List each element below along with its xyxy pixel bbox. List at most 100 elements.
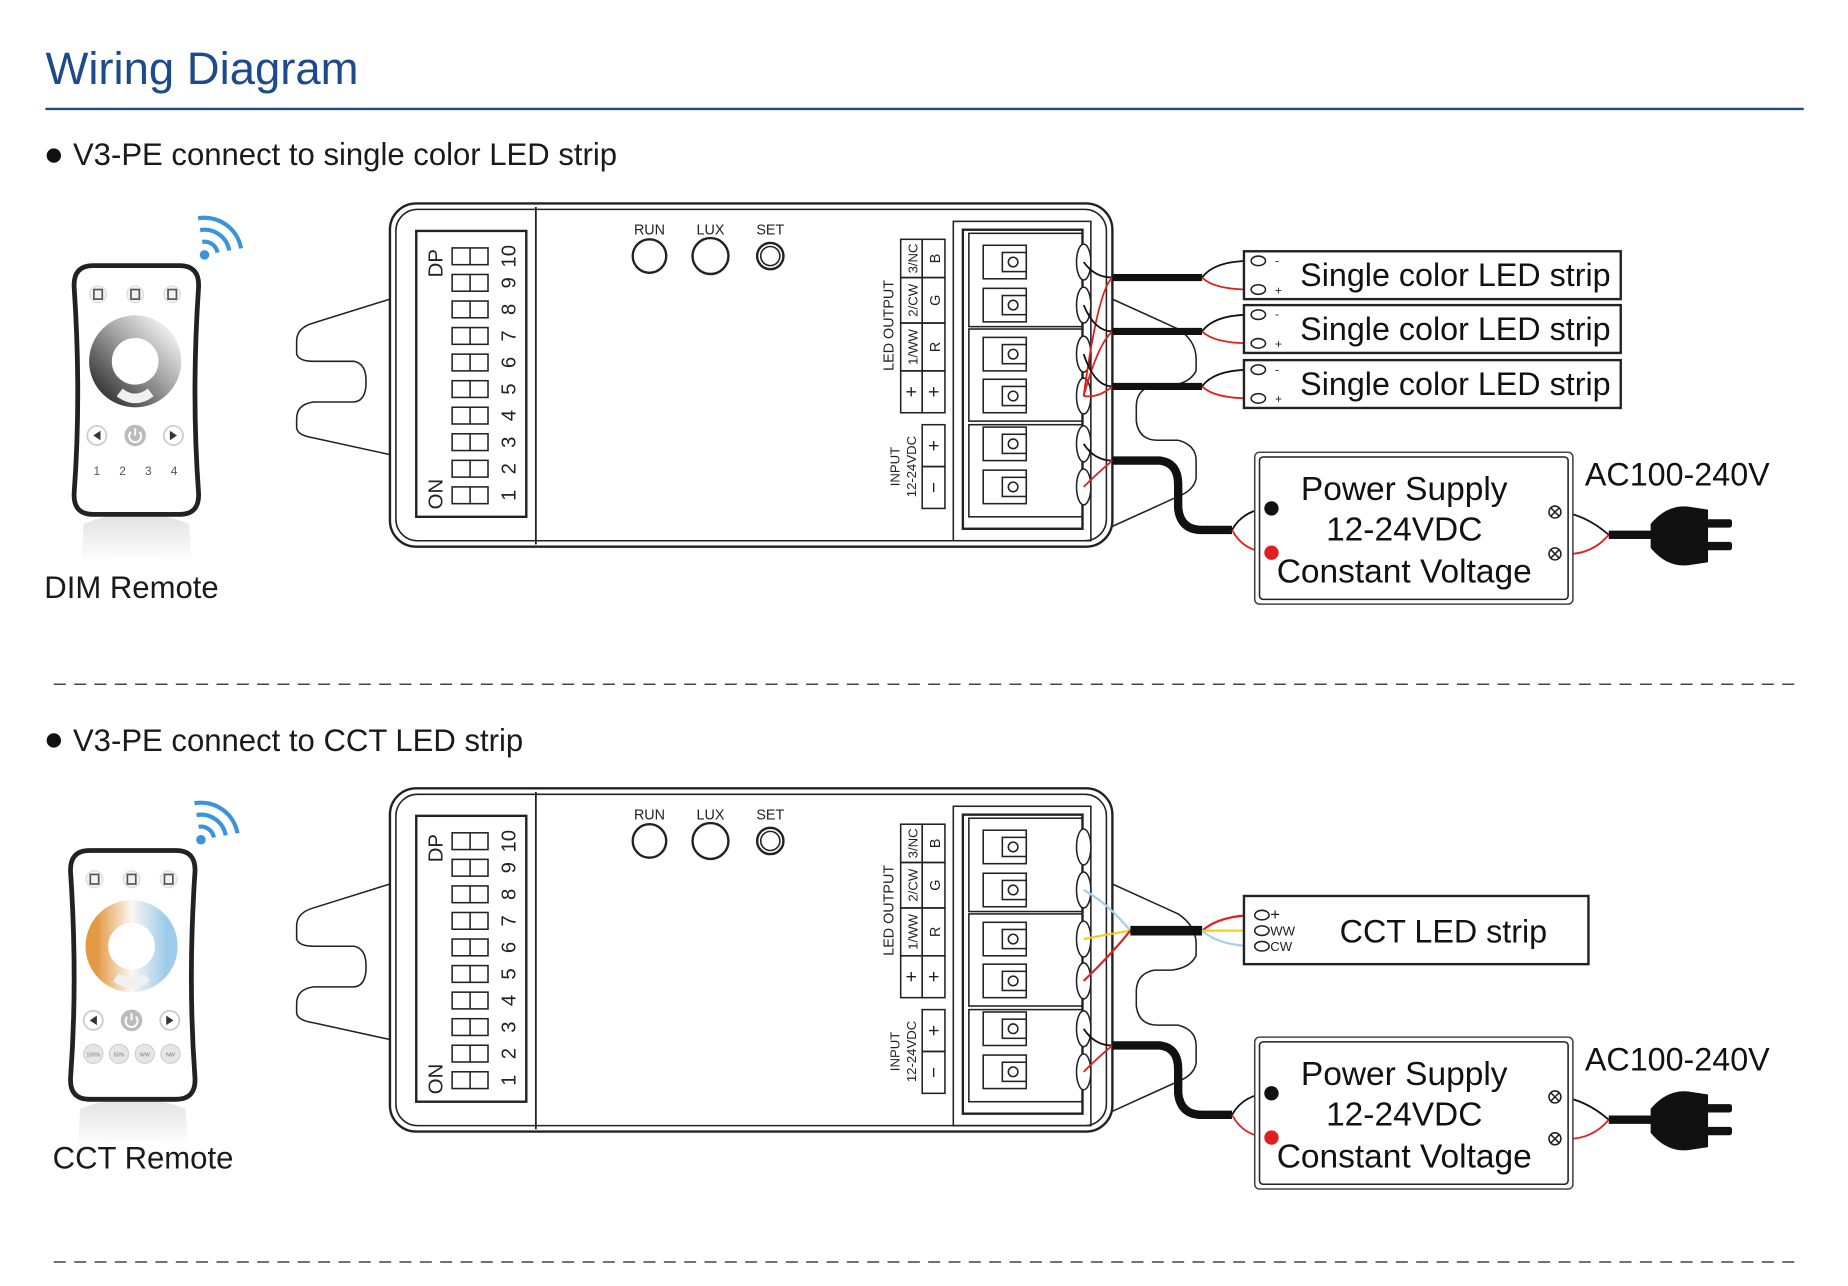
right-arrow-icon (169, 430, 178, 441)
wifi-dot (196, 834, 206, 845)
strip-pin-label: - (1275, 253, 1279, 267)
output-terminal-label: 3/NC (905, 243, 920, 273)
ac-screw-cross (1550, 507, 1560, 517)
terminal-screw-icon (1007, 438, 1019, 450)
floppy-icon (163, 873, 174, 885)
terminal-screw-slot (1001, 251, 1028, 273)
red-wire (1083, 385, 1113, 398)
remote-zone-label: 3 (145, 464, 152, 478)
strip-pin-label: + (1270, 905, 1280, 924)
strip-pin-label: - (1275, 362, 1279, 376)
power-supply-box (1253, 451, 1574, 605)
remote-preset-label: 50% (114, 1052, 125, 1058)
output-cell (921, 955, 946, 999)
ac-voltage-label: AC100-240V (1585, 457, 1770, 493)
strip-pin-label: CW (1270, 939, 1292, 954)
output-terminal-label: 2/CW (905, 868, 920, 901)
ac-voltage-label: AC100-240V (1585, 1042, 1770, 1078)
plug-prong (1705, 1104, 1732, 1113)
output-channel-label: + (924, 971, 945, 982)
terminal-block (952, 805, 1092, 1127)
positive-terminal (1264, 1130, 1279, 1145)
terminal-module (968, 913, 1084, 1007)
red-wire (1083, 1044, 1113, 1073)
dip-number: 9 (499, 862, 521, 873)
strip-pad (1250, 309, 1267, 321)
plug-prong (1705, 541, 1732, 551)
output-terminal-label: 3/NC (905, 828, 920, 858)
run-indicator (631, 238, 668, 274)
ac-screw-cross (1550, 1092, 1560, 1102)
power-supply-text: Constant Voltage (1277, 554, 1532, 591)
terminal-screw-slot (1001, 1018, 1028, 1040)
negative-terminal (1264, 501, 1279, 516)
terminal-screw-icon (1007, 299, 1019, 311)
dip-number: 3 (499, 437, 521, 448)
remote-preset-label: NW (166, 1052, 176, 1058)
power-supply-text: Constant Voltage (1277, 1138, 1532, 1175)
section-single-color: V3-PE connect to single color LED strip … (44, 137, 1770, 605)
bullet-icon (46, 148, 62, 163)
ac-screw-cross (1550, 1134, 1560, 1144)
wifi-signal-icon (197, 215, 244, 260)
remote-preset-button (108, 1043, 130, 1065)
lux-indicator (691, 236, 730, 276)
terminal-screw-slot (1001, 879, 1028, 901)
dip-number: 10 (499, 245, 521, 268)
led-strip-label: Single color LED strip (1300, 311, 1610, 347)
ac-screw-cross (1550, 549, 1560, 559)
dip-label-on: ON (426, 1064, 448, 1095)
wifi-arc (198, 824, 216, 839)
remote-preset-label: 100% (86, 1052, 100, 1058)
left-arrow-icon (93, 430, 101, 441)
strip-pad (1250, 255, 1267, 267)
output-terminal-label: 1/WW (905, 328, 920, 364)
ring-gap (113, 973, 151, 989)
button-label-run: RUN (634, 223, 665, 239)
output-cell (921, 370, 946, 414)
right-mounting-ear (1112, 883, 1197, 1112)
right-mounting-ear (1112, 298, 1197, 528)
plug-body (1650, 1091, 1709, 1151)
output-channel-label: G (928, 880, 944, 891)
dip-number: 2 (499, 1048, 521, 1059)
housing-inner-edge (395, 208, 1108, 542)
output-terminal-label: 2/CW (905, 283, 920, 316)
black-wire (1082, 304, 1113, 333)
controller-housing (388, 202, 1114, 548)
button-label-set: SET (756, 223, 784, 239)
terminal-screw-icon (1007, 933, 1019, 945)
dip-label-dp: DP (426, 249, 448, 277)
dip-number: 9 (499, 277, 521, 288)
terminal-frame (952, 220, 1092, 542)
terminal-screw-slot (1001, 294, 1028, 316)
dip-number: 5 (499, 968, 521, 979)
left-mounting-ear (295, 883, 391, 1041)
terminal-frame (952, 805, 1092, 1127)
right-arrow-icon (166, 1015, 174, 1026)
power-supply-text: 12-24VDC (1326, 512, 1482, 549)
dip-number: 8 (499, 304, 521, 315)
dip-number: 8 (499, 889, 521, 900)
positive-terminal (1264, 545, 1279, 560)
ac-screw-icon (1548, 1090, 1562, 1104)
power-supply-text: Power Supply (1301, 1056, 1508, 1093)
wifi-arc (196, 812, 228, 836)
terminal-screw-icon (1007, 975, 1019, 987)
ac-screw-icon (1548, 1132, 1562, 1146)
led-strip-label: CCT LED strip (1340, 914, 1547, 950)
led-strip-label: Single color LED strip (1300, 257, 1610, 293)
strip-pad (1250, 283, 1267, 296)
red-wire (1082, 330, 1113, 397)
floppy-icon (89, 873, 100, 885)
wifi-signal-icon (194, 800, 240, 845)
dip-number: 2 (499, 463, 521, 474)
terminal-screw-slot (1001, 970, 1028, 992)
dip-number: 6 (499, 942, 521, 953)
floppy-icon (130, 288, 141, 300)
